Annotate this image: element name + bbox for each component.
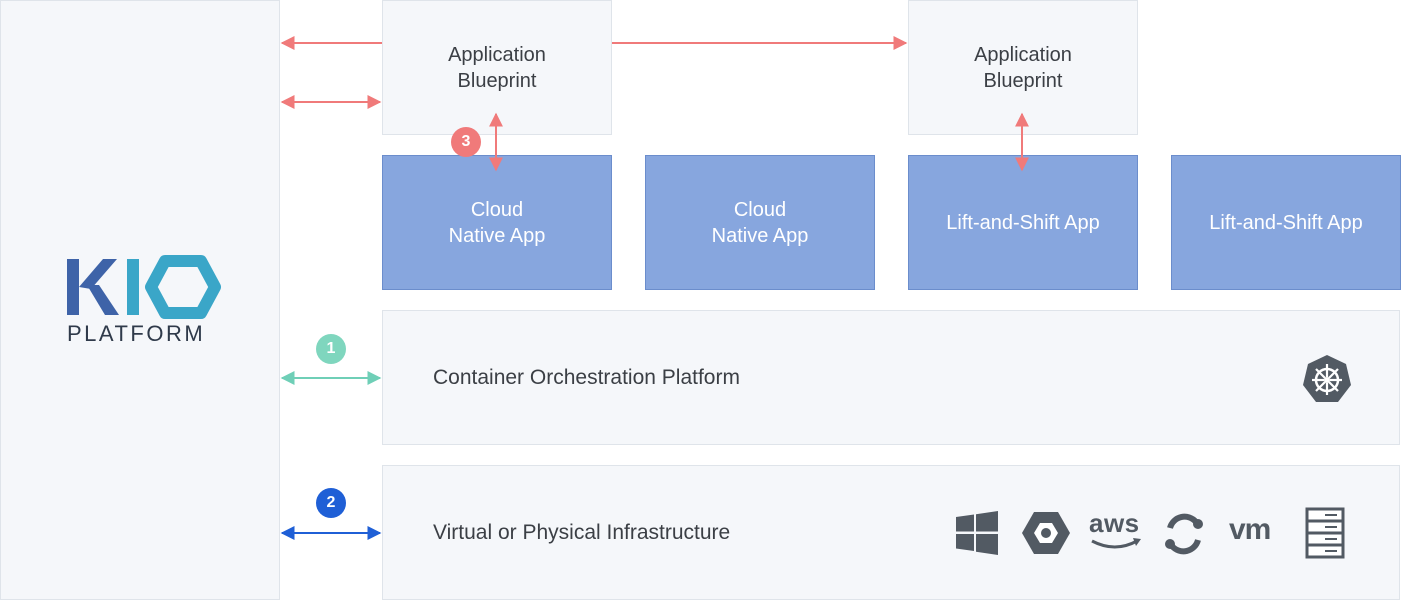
aws-icon-text: aws: [1089, 508, 1140, 538]
lift-and-shift-app-1: Lift-and-Shift App: [908, 155, 1138, 290]
application-blueprint-2: Application Blueprint: [908, 0, 1138, 135]
k10-platform-panel: PLATFORM: [0, 0, 280, 600]
app-line2: Native App: [448, 224, 546, 247]
aws-icon: aws: [1089, 510, 1143, 554]
server-icon: [1305, 507, 1345, 559]
gcp-icon: [1022, 512, 1070, 554]
infrastructure-layer: Virtual or Physical Infrastructure aws v…: [382, 465, 1400, 600]
windows-icon: [956, 511, 998, 555]
k10-logo: [67, 255, 221, 319]
vmware-icon: vm: [1229, 514, 1283, 548]
app-line1: Lift-and-Shift App: [1209, 211, 1363, 234]
infrastructure-label: Virtual or Physical Infrastructure: [433, 520, 731, 544]
openstack-icon: [1165, 513, 1203, 555]
badge-blueprint: 3: [451, 127, 481, 157]
kubernetes-icon: [1303, 355, 1351, 402]
cloud-native-app-1: Cloud Native App: [382, 155, 612, 290]
badge-orchestration: 1: [316, 334, 346, 364]
platform-label: PLATFORM: [67, 321, 206, 346]
blueprint-line2: Blueprint: [983, 69, 1063, 92]
blueprint-line2: Blueprint: [457, 69, 537, 92]
blueprint-line1: Application: [974, 43, 1072, 66]
container-orchestration-layer: Container Orchestration Platform: [382, 310, 1400, 445]
vmware-icon-text: vm: [1229, 513, 1271, 546]
lift-and-shift-app-2: Lift-and-Shift App: [1171, 155, 1401, 290]
badge-infrastructure: 2: [316, 488, 346, 518]
app-line2: Native App: [711, 224, 809, 247]
app-line1: Cloud: [470, 198, 524, 221]
blueprint-line1: Application: [448, 43, 546, 66]
app-line1: Cloud: [733, 198, 787, 221]
app-line1: Lift-and-Shift App: [946, 211, 1100, 234]
cloud-native-app-2: Cloud Native App: [645, 155, 875, 290]
orchestration-label: Container Orchestration Platform: [433, 365, 740, 389]
